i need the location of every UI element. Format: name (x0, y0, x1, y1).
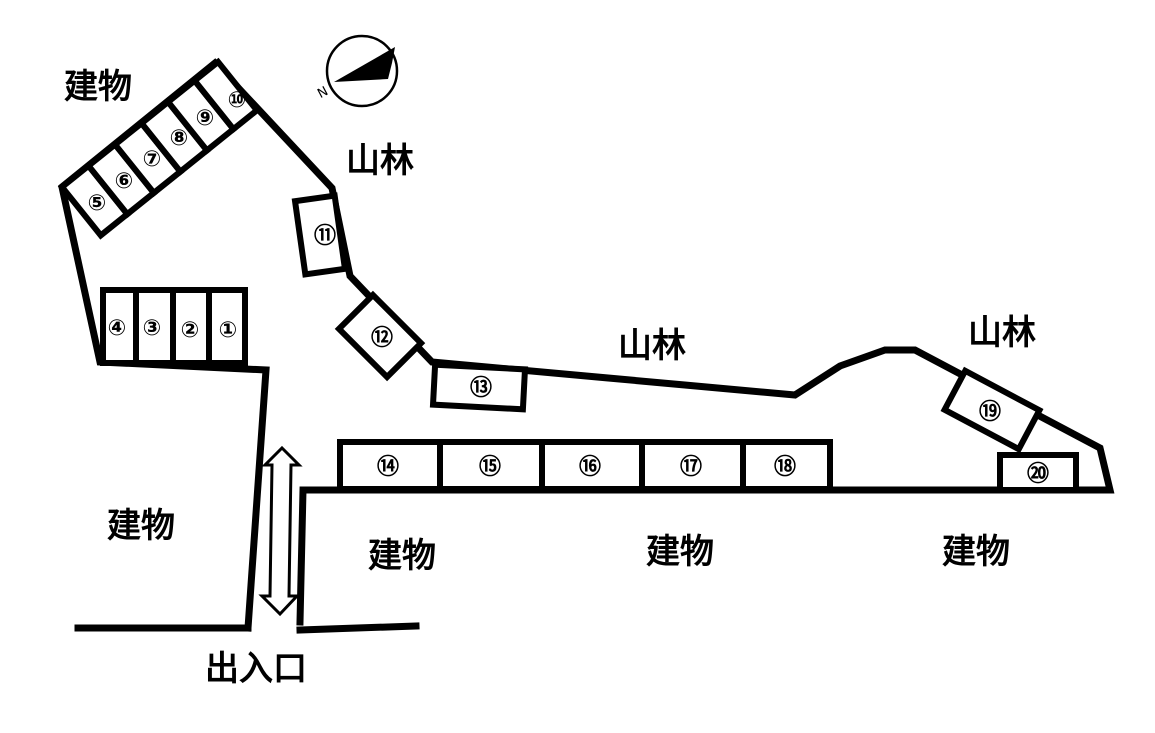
parking-number-label-7: ⑦ (143, 147, 162, 172)
parking-number-2: ② (181, 318, 200, 343)
compass-icon: N (315, 34, 399, 108)
parking-number-10: ⑩ (228, 88, 247, 113)
parking-number-label-18: ⑱ (774, 454, 796, 480)
parking-number-label-15: ⑮ (479, 454, 501, 480)
parking-number-4: ④ (108, 316, 127, 341)
parking-space-1[interactable] (206, 287, 248, 366)
parking-space-11[interactable] (291, 192, 349, 278)
parking-space-10[interactable] (190, 57, 262, 134)
parking-number-label-4: ④ (108, 316, 127, 341)
road-edge-right (296, 622, 420, 634)
forest-label-east: 山林 (968, 313, 1036, 353)
parking-number-label-11: ⑪ (314, 223, 336, 249)
parking-space-12[interactable] (334, 290, 426, 382)
parking-number-16: ⑯ (579, 454, 601, 480)
building-label-south-1: 建物 (368, 536, 436, 576)
parking-number-13: ⑬ (470, 375, 492, 401)
parking-number-6: ⑥ (115, 169, 134, 194)
parking-block-1-4 (100, 287, 248, 366)
parking-number-18: ⑱ (774, 454, 796, 480)
parking-number-label-10: ⑩ (228, 88, 247, 113)
parking-number-1: ① (219, 318, 238, 343)
parking-number-5: ⑤ (88, 191, 107, 216)
parking-number-label-19: ⑲ (979, 399, 1001, 425)
parking-number-3: ③ (143, 316, 162, 341)
parking-number-label-8: ⑧ (170, 126, 189, 151)
parking-number-8: ⑧ (170, 126, 189, 151)
parking-number-label-6: ⑥ (115, 169, 134, 194)
parking-number-label-17: ⑰ (680, 454, 702, 480)
parking-number-label-5: ⑤ (88, 191, 107, 216)
parking-space-13[interactable] (429, 361, 529, 413)
forest-label-north: 山林 (346, 141, 414, 181)
parking-block-5-10 (57, 57, 262, 240)
parking-number-label-20: ⑳ (1027, 461, 1049, 487)
parking-space-20[interactable] (997, 452, 1079, 493)
parking-number-17: ⑰ (680, 454, 702, 480)
parking-number-label-9: ⑨ (196, 106, 215, 131)
parking-number-label-2: ② (181, 318, 200, 343)
parking-number-14: ⑭ (377, 454, 399, 480)
parking-number-20: ⑳ (1027, 461, 1049, 487)
building-label-south-3: 建物 (942, 532, 1010, 572)
building-label-northwest: 建物 (64, 67, 132, 107)
parking-space-18[interactable] (740, 439, 833, 492)
entrance-label: 出入口 (205, 649, 307, 689)
building-label-south-2: 建物 (646, 532, 714, 572)
boundary-wall-west (58, 58, 1115, 632)
parking-number-11: ⑪ (314, 223, 336, 249)
parking-number-12: ⑫ (371, 325, 393, 351)
building-label-west: 建物 (107, 506, 175, 546)
parking-number-label-13: ⑬ (470, 375, 492, 401)
parking-space-19[interactable] (940, 366, 1044, 454)
forest-label-center: 山林 (618, 326, 686, 366)
parking-number-label-14: ⑭ (377, 454, 399, 480)
parking-number-19: ⑲ (979, 399, 1001, 425)
parking-number-label-16: ⑯ (579, 454, 601, 480)
entrance-arrow-icon (258, 445, 303, 617)
parking-block-14-18 (337, 439, 833, 492)
parking-number-label-1: ① (219, 318, 238, 343)
parking-number-15: ⑮ (479, 454, 501, 480)
parking-number-label-12: ⑫ (371, 325, 393, 351)
compass-north-label: N (315, 84, 331, 102)
parking-space-2[interactable] (170, 287, 212, 366)
parking-number-7: ⑦ (143, 147, 162, 172)
parking-number-9: ⑨ (196, 106, 215, 131)
parking-number-label-3: ③ (143, 316, 162, 341)
